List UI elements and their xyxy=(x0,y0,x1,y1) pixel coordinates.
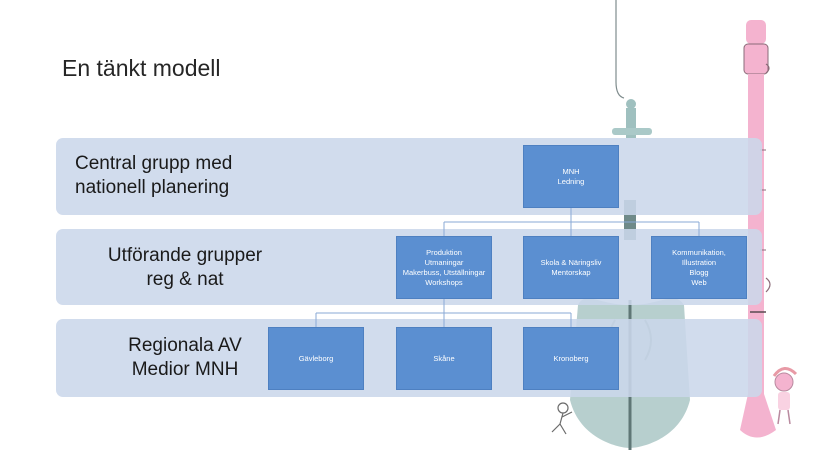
node-skane: Skåne xyxy=(396,327,492,390)
node-kronoberg: Kronoberg xyxy=(523,327,619,390)
node-text: Utmaningar xyxy=(424,257,464,267)
node-text: Kronoberg xyxy=(553,353,589,363)
node-text: Gävleborg xyxy=(298,353,334,363)
node-text: Illustration xyxy=(681,257,717,267)
girl-figure-illustration xyxy=(772,367,798,425)
node-skola-naringsliv: Skola & Näringsliv Mentorskap xyxy=(523,236,619,299)
node-text: Produktion xyxy=(426,247,462,257)
little-figure-illustration xyxy=(551,402,573,435)
node-mnh-ledning: MNH Ledning xyxy=(523,145,619,208)
slide-title: En tänkt modell xyxy=(62,55,221,81)
node-text: Skola & Näringsliv xyxy=(540,257,602,267)
node-text: Workshops xyxy=(425,277,463,287)
node-kommunikation: Kommunikation, Illustration Blogg Web xyxy=(651,236,747,299)
node-gavleborg: Gävleborg xyxy=(268,327,364,390)
node-produktion: Produktion Utmaningar Makerbuss, Utställ… xyxy=(396,236,492,299)
node-text: Blogg xyxy=(689,267,709,277)
node-text: Skåne xyxy=(433,353,455,363)
level-label-regional: Regionala AV Medior MNH xyxy=(128,335,242,380)
node-text: MNH xyxy=(562,166,580,176)
node-text: Mentorskap xyxy=(551,267,591,277)
level-label-executing: Utförande grupper reg & nat xyxy=(107,245,263,290)
node-text: Makerbuss, Utställningar xyxy=(402,267,486,277)
node-text: Kommunikation, xyxy=(672,247,726,257)
node-text: Ledning xyxy=(557,176,585,186)
level-label-central: Central grupp med nationell planering xyxy=(75,153,233,198)
level-band-central xyxy=(56,138,762,215)
node-text: Web xyxy=(691,277,707,287)
